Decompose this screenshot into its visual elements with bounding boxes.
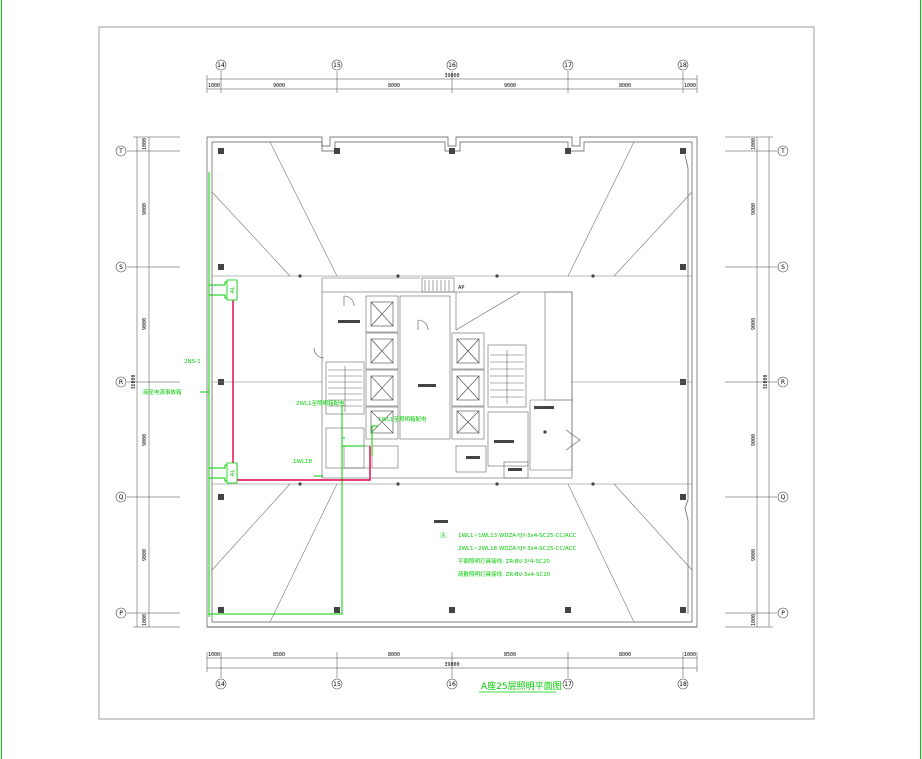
legend-line-3: 平面照明灯具接线: ZR-BV-3*4-SC20: [458, 557, 550, 565]
axis-right-Q: Q: [781, 494, 786, 501]
building-outline: [206, 136, 698, 628]
axis-bubbles-right: T S R Q P: [777, 145, 789, 619]
distribution-box-top: AL: [226, 279, 238, 301]
dim-right-1: 1000: [751, 138, 757, 150]
dim-left-2: 9000: [142, 203, 148, 215]
legend-line-4: 疏散照明灯具接线: ZR-BV-3x4-SC20: [458, 570, 551, 578]
legend-heading: 注:: [440, 531, 448, 539]
riser-label: 2NS-1: [184, 359, 201, 365]
dim-bottom-3: 8000: [388, 652, 400, 658]
axis-bubbles-bottom: 14 15 16 17 18: [215, 678, 689, 690]
dim-right-3: 9000: [751, 318, 757, 330]
dim-left-5: 9000: [142, 549, 148, 561]
axis-top-16: 16: [448, 62, 456, 69]
axis-bottom-15: 15: [333, 681, 341, 688]
dim-top-6: 1000: [684, 83, 696, 89]
dims-left: [127, 136, 180, 628]
dim-bottom-5: 8000: [619, 652, 631, 658]
dim-top-total: 39000: [444, 73, 459, 79]
axis-left-P: P: [119, 610, 123, 617]
legend-line-2: 2WL1~2WL18 WDZA-YJY-3x4-SC25-CC/ACC: [458, 546, 577, 552]
axis-bottom-17: 17: [564, 681, 572, 688]
axis-bubbles-left: T S R Q P: [115, 145, 127, 619]
dims-right: [725, 136, 777, 628]
legend-line-1: 1WL1~1WL13 WDZA-YJY-3x4-SC25-CC/ACC: [458, 533, 577, 539]
axis-top-17: 17: [564, 62, 572, 69]
dim-right-5: 9000: [751, 549, 757, 561]
legend: 注: 1WL1~1WL13 WDZA-YJY-3x4-SC25-CC/ACC 2…: [440, 531, 577, 578]
box-top-label: AL: [230, 286, 236, 294]
drawing-frame: [98, 26, 815, 720]
dim-bottom-4: 8500: [504, 652, 516, 658]
dim-top-2: 9000: [273, 83, 285, 89]
dim-left-total: 36000: [131, 374, 137, 389]
axis-bubbles-top: 14 15 16 17 18: [215, 59, 689, 71]
corner-beams: [211, 141, 693, 623]
drawing-title: A座25层照明平面图: [481, 680, 562, 692]
riser-note: 接至电源事故箱: [143, 388, 182, 396]
core-area: [321, 277, 573, 479]
dim-top-4: 9000: [504, 83, 516, 89]
axis-top-14: 14: [217, 62, 225, 69]
axis-right-T: T: [780, 148, 785, 155]
dim-bottom-1: 1000: [208, 652, 220, 658]
dim-left-6: 1000: [142, 614, 148, 626]
dim-bottom-6: 1000: [684, 652, 696, 658]
axis-left-Q: Q: [119, 494, 124, 501]
distribution-box-bottom: AL: [226, 462, 238, 484]
door-swings: [313, 295, 581, 451]
dim-right-4: 9000: [751, 434, 757, 446]
core-label-1: 2WL1至照明箱配电: [296, 399, 345, 407]
dim-left-1: 1000: [142, 138, 148, 150]
axis-top-15: 15: [333, 62, 341, 69]
axis-right-S: S: [781, 264, 785, 271]
dim-right-total: 36000: [763, 374, 769, 389]
core-fixtures: [298, 274, 595, 523]
dim-top-5: 8000: [619, 83, 631, 89]
axis-right-R: R: [781, 379, 785, 386]
core-label-2: 1WL1至照明箱配电: [378, 415, 427, 423]
shaft-tag: AP: [458, 285, 464, 291]
dim-top-1: 1000: [208, 83, 220, 89]
dim-left-3: 9000: [142, 318, 148, 330]
elevator-cars: [370, 301, 480, 434]
dims-bottom: [206, 652, 698, 678]
axis-bottom-16: 16: [448, 681, 456, 688]
axis-bottom-18: 18: [679, 681, 687, 688]
axis-left-R: R: [119, 379, 123, 386]
axis-left-S: S: [119, 264, 123, 271]
dim-right-2: 9000: [751, 203, 757, 215]
circuit-label: 1WL18: [293, 459, 313, 465]
axis-bottom-14: 14: [217, 681, 225, 688]
dim-right-6: 1000: [751, 614, 757, 626]
axis-left-T: T: [118, 148, 123, 155]
dims-top: [206, 71, 698, 93]
box-bottom-label: AL: [230, 469, 236, 477]
axis-right-P: P: [781, 610, 785, 617]
dim-left-4: 9000: [142, 434, 148, 446]
dim-bottom-2: 8500: [273, 652, 285, 658]
dim-top-3: 8000: [388, 83, 400, 89]
dim-bottom-total: 39000: [444, 662, 459, 668]
axis-top-18: 18: [679, 62, 687, 69]
